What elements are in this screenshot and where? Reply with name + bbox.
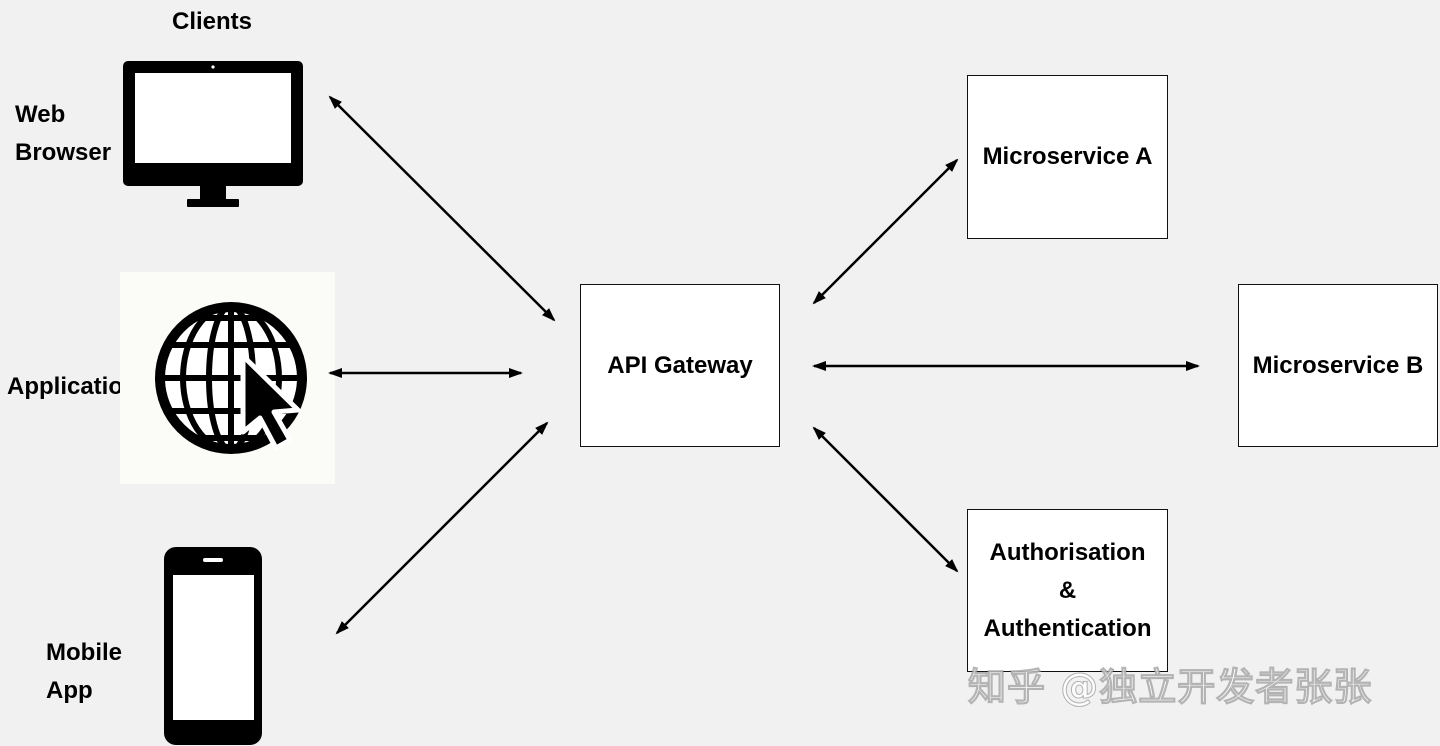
mobile-app-label-line1: Mobile [46,639,122,666]
smartphone-icon [164,547,262,745]
microservice-a-box: Microservice A [967,75,1168,239]
auth-label-line1: Authorisation [989,538,1146,566]
api-gateway-box: API Gateway [580,284,780,447]
auth-box: Authorisation & Authentication [967,509,1168,672]
globe-cursor-icon [155,302,307,454]
arrow-mobile-gateway [335,421,549,635]
arrow-gateway-microservice-a [812,158,959,305]
microservice-b-box: Microservice B [1238,284,1438,447]
mobile-app-label: Mobile App [46,634,122,710]
api-gateway-label: API Gateway [607,351,753,379]
web-browser-label-line1: Web [15,101,66,128]
application-label: Application [7,373,138,400]
microservice-b-label: Microservice B [1252,351,1424,379]
arrow-gateway-auth [812,426,959,573]
watermark: 知乎 @独立开发者张张 [967,665,1373,710]
monitor-icon [123,61,303,207]
web-browser-label: Web Browser [15,96,111,172]
web-browser-label-line2: Browser [15,139,112,166]
clients-title: Clients [172,8,253,35]
microservice-a-label: Microservice A [982,143,1153,170]
mobile-app-label-line2: App [46,677,93,704]
arrow-browser-gateway [328,95,556,322]
auth-label-line2: & [1058,576,1077,604]
auth-label-line3: Authentication [983,614,1152,642]
